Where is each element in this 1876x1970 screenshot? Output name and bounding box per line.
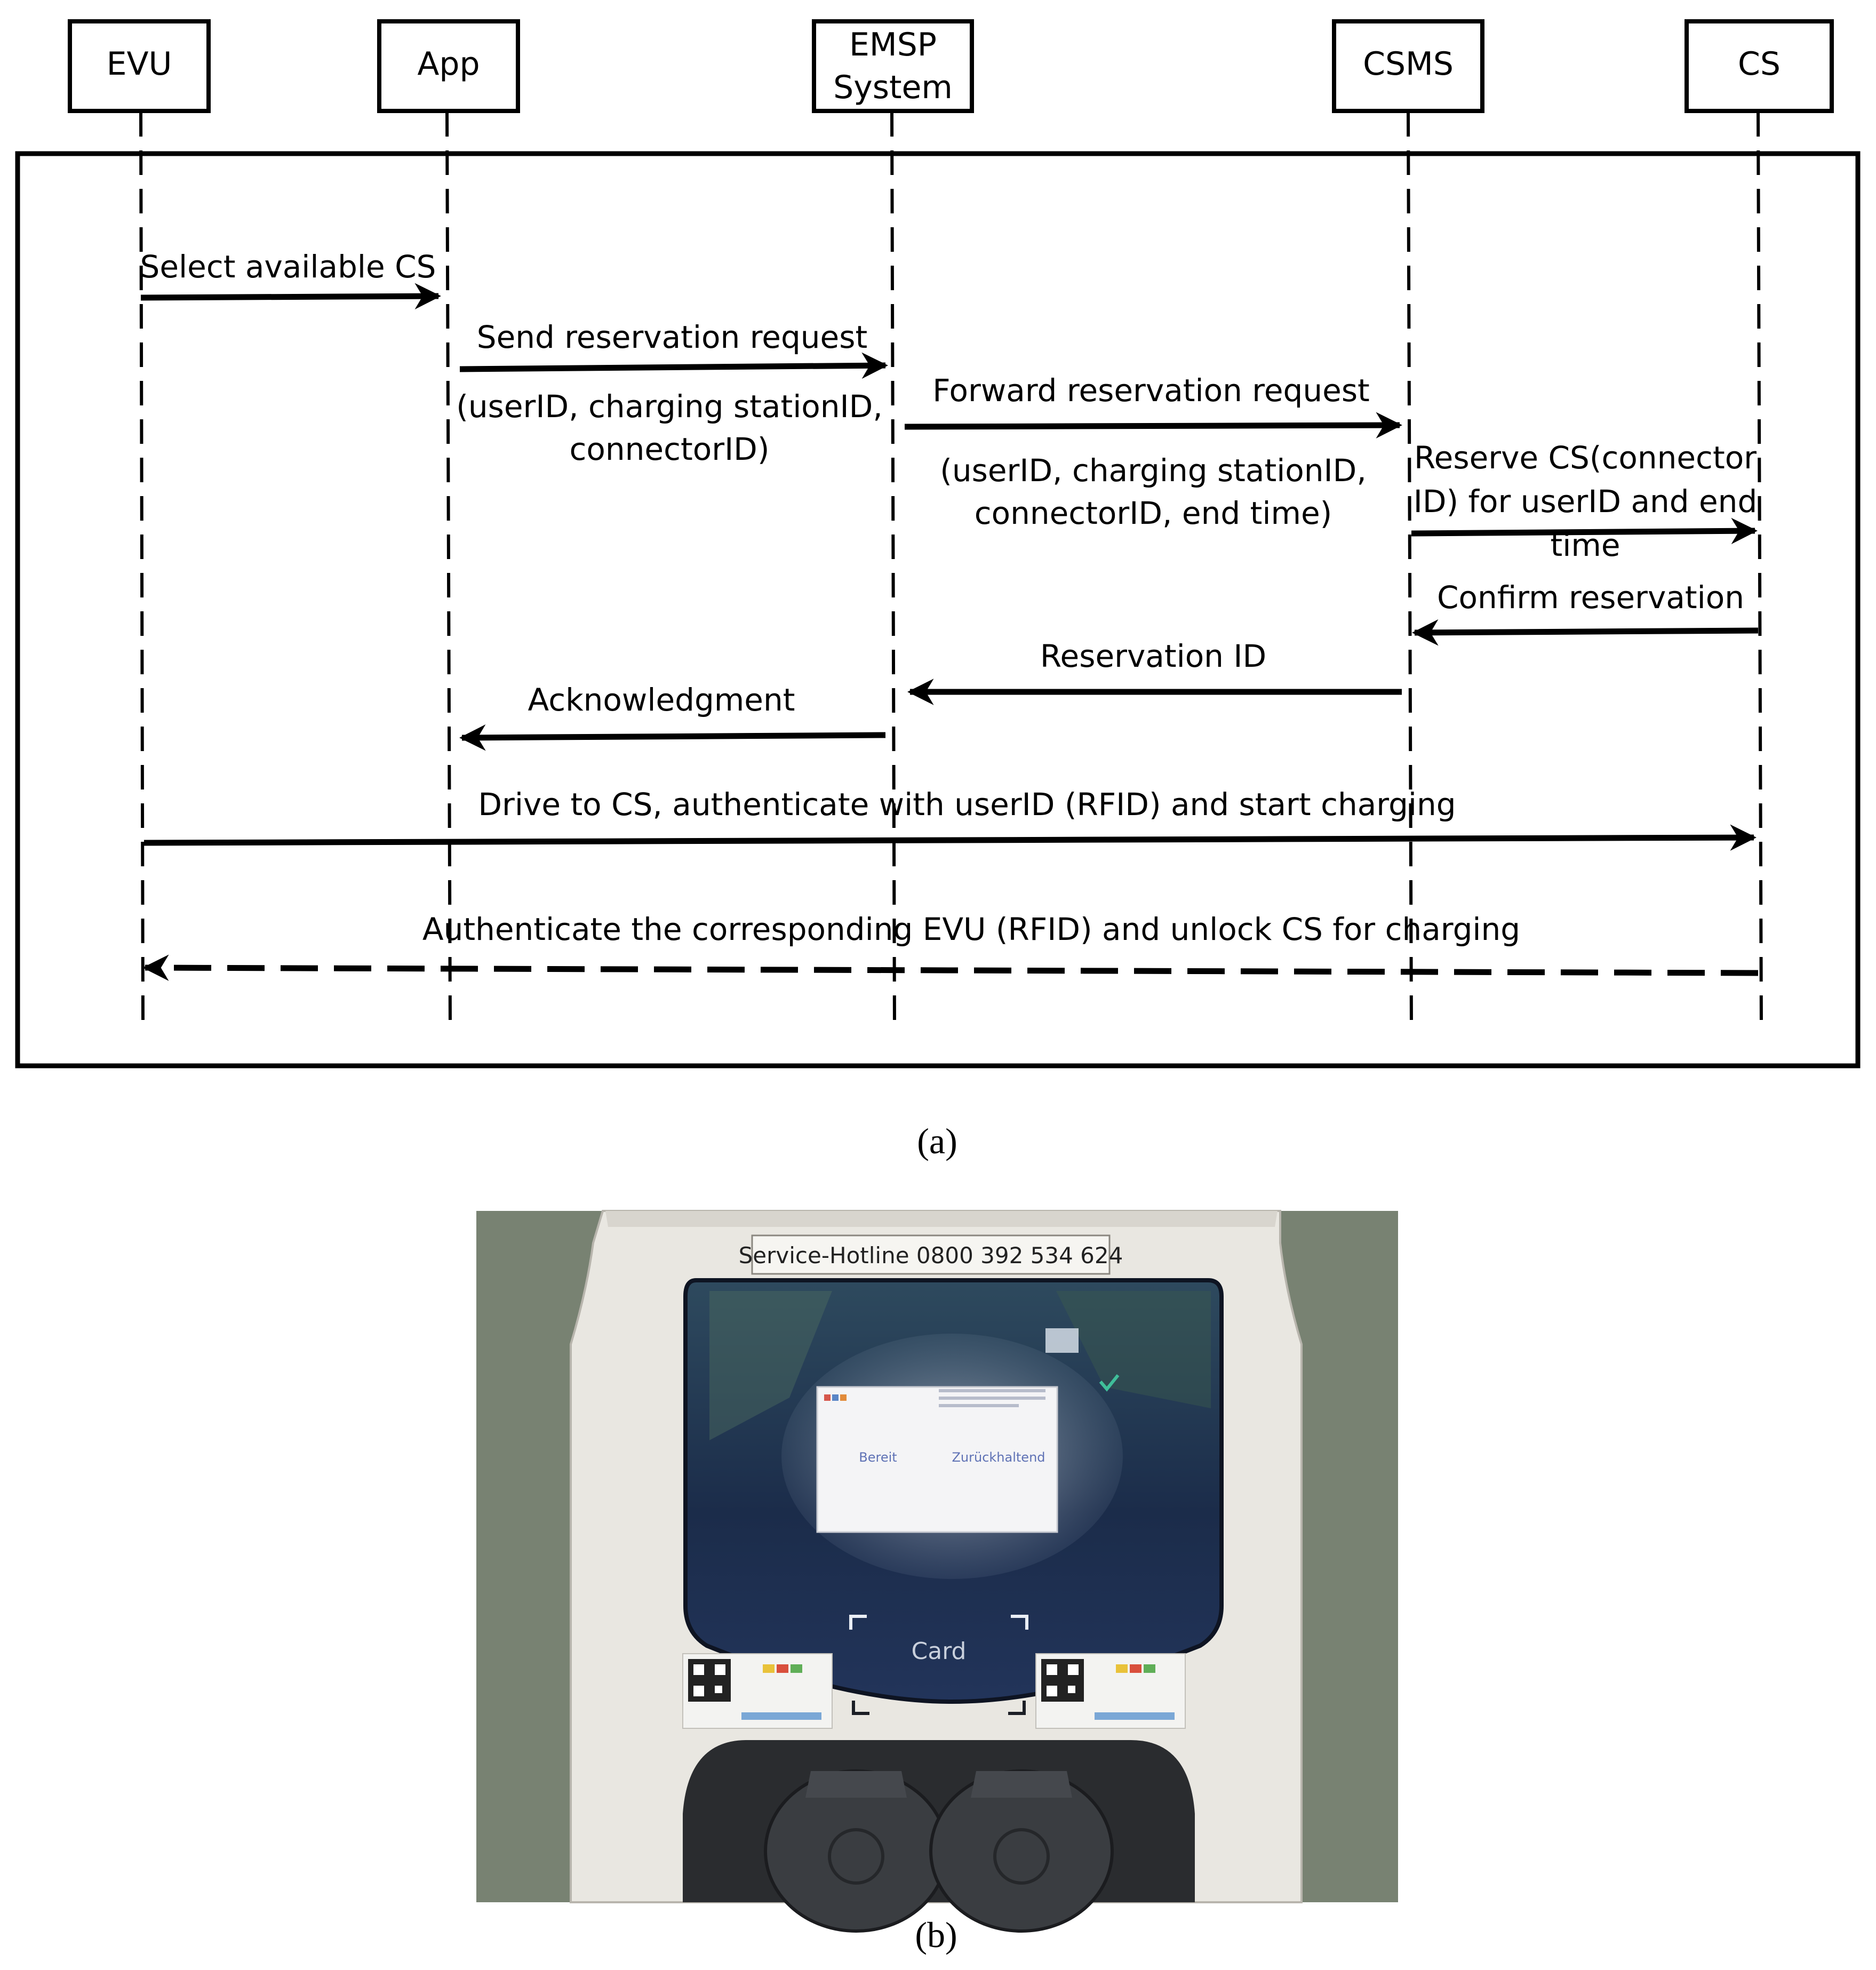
actor-csms-label: CSMS (1363, 45, 1454, 83)
charging-station-photo: Service-Hotline 0800 392 534 624 Bereit … (476, 1210, 1398, 1933)
label-forward-request-params-1: (userID, charging stationID, (940, 452, 1367, 489)
lifeline-emsp (890, 111, 896, 1030)
card-reader (849, 1615, 1028, 1630)
arrow-send-request (459, 352, 888, 379)
hotline-text: Service-Hotline 0800 392 534 624 (739, 1242, 1123, 1269)
actor-emsp-system: EMSP System (812, 19, 974, 113)
actor-cs-label: CS (1738, 45, 1781, 83)
sequence-diagram: EVU App EMSP System CSMS CS (15, 19, 1861, 1161)
arrow-acknowledgment (459, 724, 886, 751)
lifeline-csms (1407, 111, 1413, 1030)
right-sticker (1035, 1653, 1186, 1729)
label-forward-request: Forward reservation request (932, 372, 1370, 409)
actor-app-label: App (417, 45, 480, 83)
diagram-frame (15, 151, 1861, 1068)
arrow-forward-request (904, 412, 1402, 438)
lifeline-cs (1757, 111, 1763, 1030)
actor-emsp-label: EMSP (849, 26, 937, 63)
label-send-request-params-2: connectorID) (570, 431, 770, 467)
socket-left (764, 1769, 948, 1933)
screen-status-left: Bereit (859, 1450, 897, 1465)
arrow-authenticate-unlock (142, 954, 1759, 981)
actor-app: App (377, 19, 520, 113)
screen-status-right: Zurückhaltend (952, 1450, 1045, 1465)
label-acknowledgment: Acknowledgment (528, 682, 795, 718)
hotline-label: Service-Hotline 0800 392 534 624 (739, 1234, 1123, 1275)
arrow-confirm-reservation (1412, 619, 1759, 646)
caption-a: (a) (917, 1121, 957, 1161)
label-reserve-cs-3: time (1550, 527, 1620, 563)
card-label: Card (912, 1638, 967, 1665)
label-drive-to-cs: Drive to CS, authenticate with userID (R… (478, 786, 1456, 823)
actor-evu: EVU (68, 19, 211, 113)
checkmark-icon (1099, 1374, 1120, 1392)
arrow-select-cs (140, 283, 441, 309)
label-reserve-cs-2: ID) for userID and end (1414, 483, 1758, 520)
card-reader-lower-marks (852, 1701, 1026, 1715)
actor-csms: CSMS (1332, 19, 1484, 113)
label-forward-request-params-2: connectorID, end time) (975, 495, 1332, 531)
label-select-cs: Select available CS (140, 249, 436, 285)
label-confirm-reservation: Confirm reservation (1437, 579, 1744, 616)
label-reserve-cs-1: Reserve CS(connector (1414, 440, 1757, 476)
arrow-drive-to-cs (143, 824, 1757, 851)
lifeline-app (445, 111, 452, 1030)
label-reservation-id: Reservation ID (1040, 638, 1266, 674)
left-sticker (682, 1653, 833, 1729)
label-send-request-params-1: (userID, charging stationID, (456, 388, 883, 425)
lcd-screen: Bereit Zurückhaltend (816, 1386, 1058, 1533)
actor-cs: CS (1685, 19, 1834, 113)
caption-b: (b) (915, 1915, 957, 1955)
label-authenticate-unlock: Authenticate the corresponding EVU (RFID… (422, 911, 1520, 947)
label-send-request: Send reservation request (477, 319, 867, 355)
actor-system-label: System (833, 69, 953, 106)
arrow-reserve-cs (1411, 517, 1758, 545)
actor-evu-label: EVU (107, 45, 172, 83)
socket-right (929, 1769, 1114, 1933)
